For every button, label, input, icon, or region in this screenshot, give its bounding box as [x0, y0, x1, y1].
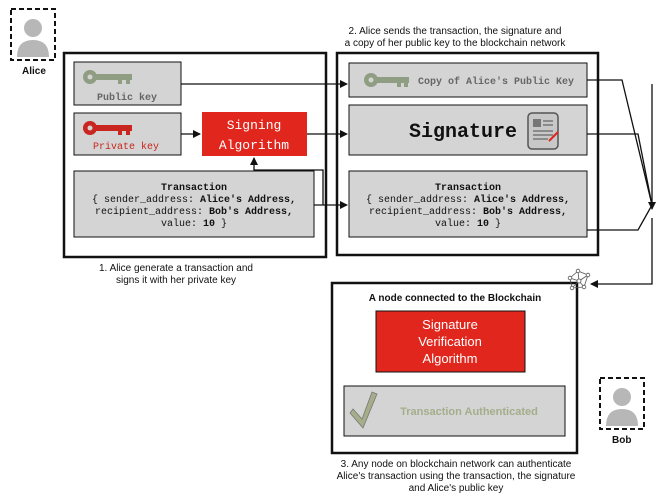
- public-key-box: Public key: [73, 61, 182, 106]
- transaction-line2: recipient_address: Bob's Address,: [95, 206, 293, 218]
- transaction-line3: value: 10 }: [435, 218, 501, 230]
- bus-public-key: [587, 79, 653, 206]
- authenticated-box: Transaction Authenticated: [343, 385, 566, 437]
- document-icon: [527, 112, 559, 150]
- verification-label-line2: Verification: [418, 334, 482, 349]
- authenticated-label: Transaction Authenticated: [400, 406, 538, 418]
- step3-caption-line2: Alice's transaction using the transactio…: [337, 471, 576, 482]
- signing-algorithm-box: Signing Algorithm: [202, 112, 307, 156]
- public-key-copy-box: Copy of Alice's Public Key: [348, 62, 588, 98]
- key-icon: [83, 70, 132, 84]
- step1-caption-line2: signs it with her private key: [116, 275, 236, 286]
- step2-caption-line1: 2. Alice sends the transaction, the sign…: [349, 26, 562, 37]
- key-icon: [364, 73, 409, 87]
- verification-label-line1: Signature: [422, 317, 478, 332]
- signature-box: Signature: [348, 104, 588, 156]
- connectors: [181, 79, 656, 288]
- transaction-line2: recipient_address: Bob's Address,: [369, 206, 567, 218]
- public-key-label: Public key: [97, 92, 157, 104]
- node-panel-title: A node connected to the Blockchain: [369, 293, 541, 304]
- transaction-box-right: Transaction { sender_address: Alice's Ad…: [348, 170, 588, 238]
- alice-avatar: [10, 8, 56, 61]
- public-key-copy-label: Copy of Alice's Public Key: [418, 76, 574, 88]
- arrow-transaction-to-signing: [250, 157, 324, 205]
- verification-label-line3: Algorithm: [423, 351, 478, 366]
- bus-signature: [587, 133, 653, 206]
- checkmark-icon: [349, 391, 378, 429]
- user-icon: [606, 388, 638, 426]
- network-node-icon: [567, 268, 591, 291]
- verification-algorithm-box: Signature Verification Algorithm: [375, 310, 526, 373]
- step1-caption-line1: 1. Alice generate a transaction and: [99, 263, 253, 274]
- bus-transaction: [587, 204, 653, 231]
- signing-label-line1: Signing: [227, 118, 282, 133]
- transaction-line1: { sender_address: Alice's Address,: [92, 194, 296, 206]
- private-key-label: Private key: [93, 141, 159, 153]
- alice-label: Alice: [22, 66, 46, 77]
- step3-caption-line1: 3. Any node on blockchain network can au…: [341, 459, 572, 470]
- bob-avatar: [599, 377, 645, 430]
- step3-caption-line3: and Alice's public key: [409, 483, 504, 494]
- step2-caption-line2: a copy of her public key to the blockcha…: [345, 38, 567, 49]
- user-icon: [17, 19, 49, 57]
- signature-label: Signature: [409, 121, 517, 144]
- transaction-line1: { sender_address: Alice's Address,: [366, 194, 570, 206]
- bob-label: Bob: [612, 435, 631, 446]
- arrow-to-node: [590, 218, 653, 288]
- transaction-title: Transaction: [161, 182, 227, 194]
- key-icon: [83, 121, 132, 135]
- transaction-box-left: Transaction { sender_address: Alice's Ad…: [73, 170, 315, 238]
- transaction-line3: value: 10 }: [161, 218, 227, 230]
- transaction-title: Transaction: [435, 182, 501, 194]
- signing-label-line2: Algorithm: [219, 138, 289, 153]
- private-key-box: Private key: [73, 112, 182, 156]
